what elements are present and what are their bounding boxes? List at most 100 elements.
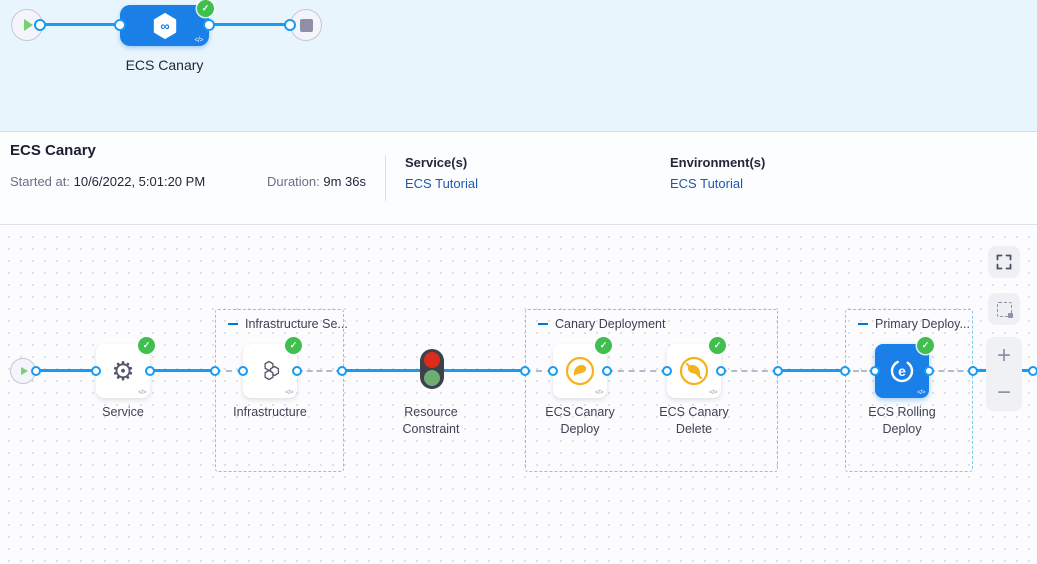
duration-value: 9m 36s — [323, 174, 367, 189]
connector-dot — [292, 366, 302, 376]
marquee-select-icon — [996, 301, 1013, 318]
group-collapse-infrastructure[interactable]: Infrastructure Se... — [228, 317, 348, 331]
connector-dot — [91, 366, 101, 376]
code-icon: </> — [595, 389, 603, 396]
code-icon: </> — [138, 389, 146, 396]
dashed-connector — [929, 370, 973, 372]
success-badge: ✓ — [709, 337, 726, 354]
svg-text:∞: ∞ — [160, 18, 169, 33]
canary-deploy-icon — [565, 356, 595, 386]
harness-cd-hexagon-icon: ∞ — [153, 12, 176, 39]
connector-dot — [1028, 366, 1037, 376]
connector-dot — [210, 366, 220, 376]
step-infrastructure[interactable]: ✓ </> — [243, 337, 302, 398]
group-collapse-primary[interactable]: Primary Deploy... — [858, 317, 970, 331]
code-icon: </> — [194, 37, 203, 44]
connector-dot — [203, 19, 215, 31]
play-icon — [20, 367, 28, 375]
connector-dot — [114, 19, 126, 31]
zoom-in-button[interactable]: + — [996, 341, 1011, 369]
step-ecs-canary-delete[interactable]: ✓ </> — [667, 337, 726, 398]
connector-dot — [238, 366, 248, 376]
success-badge: ✓ — [197, 0, 214, 17]
minimap-connector-line — [40, 23, 120, 26]
collapse-icon — [858, 323, 868, 325]
dashed-connector — [297, 370, 342, 372]
dashed-connector — [607, 370, 667, 372]
execution-graph-canvas[interactable] — [0, 226, 1037, 564]
connector-line — [36, 369, 96, 372]
started-value: 10/6/2022, 5:01:20 PM — [73, 174, 206, 189]
collapse-icon — [228, 323, 238, 325]
step-label-ecs-canary-delete: ECS Canary Delete — [659, 405, 729, 436]
services-label: Service(s) — [405, 155, 468, 170]
connector-dot — [145, 366, 155, 376]
group-primary-deployment: Primary Deploy... — [845, 309, 973, 472]
duration: Duration: 9m 36s — [267, 174, 366, 189]
selection-tool-button[interactable] — [988, 293, 1020, 325]
stage-node-ecs-canary[interactable]: ∞ </> — [120, 5, 209, 46]
connector-line — [778, 369, 845, 372]
connector-dot — [840, 366, 850, 376]
svg-text:e: e — [898, 363, 906, 379]
connector-dot — [284, 19, 296, 31]
dashed-connector — [525, 370, 553, 372]
services-link[interactable]: ECS Tutorial — [405, 176, 478, 191]
connector-dot — [716, 366, 726, 376]
stop-icon — [299, 18, 313, 32]
connector-line — [150, 369, 215, 372]
ecs-rolling-icon: e — [890, 359, 914, 383]
dashed-connector — [845, 370, 875, 372]
step-service[interactable]: ⚙ ✓ </> — [96, 337, 155, 398]
started-at: Started at: 10/6/2022, 5:01:20 PM — [10, 174, 205, 189]
minimap-connector-line — [209, 23, 290, 26]
step-label-infrastructure: Infrastructure — [233, 405, 307, 419]
traffic-light-green — [424, 370, 440, 386]
execution-title: ECS Canary — [10, 142, 96, 159]
dashed-connector — [215, 370, 243, 372]
connector-dot — [520, 366, 530, 376]
execution-summary: ECS Canary Started at: 10/6/2022, 5:01:2… — [0, 133, 1037, 225]
traffic-light-red — [424, 352, 440, 368]
success-badge: ✓ — [285, 337, 302, 354]
dashed-connector — [721, 370, 778, 372]
connector-dot — [337, 366, 347, 376]
canary-delete-icon — [679, 356, 709, 386]
connector-dot — [870, 366, 880, 376]
group-label: Infrastructure Se... — [245, 317, 348, 331]
step-label-ecs-canary-deploy: ECS Canary Deploy — [545, 405, 615, 436]
stage-label: ECS Canary — [125, 57, 204, 73]
step-resource-constraint[interactable] — [420, 349, 444, 389]
duration-label: Duration: — [267, 174, 320, 189]
group-collapse-canary[interactable]: Canary Deployment — [538, 317, 665, 331]
play-icon — [24, 19, 33, 31]
group-label: Canary Deployment — [555, 317, 666, 331]
stage-minimap-band: ∞ </> ✓ ECS Canary — [0, 0, 1037, 132]
step-label-service: Service — [102, 405, 144, 419]
step-label-ecs-rolling-deploy: ECS Rolling Deploy — [868, 405, 936, 436]
code-icon: </> — [709, 389, 717, 396]
environment-hexagons-icon — [264, 360, 280, 381]
code-icon: </> — [285, 389, 293, 396]
fullscreen-button[interactable] — [988, 246, 1020, 278]
connector-dot — [773, 366, 783, 376]
success-badge: ✓ — [138, 337, 155, 354]
connector-dot — [34, 19, 46, 31]
zoom-controls: + − — [986, 337, 1022, 411]
connector-dot — [662, 366, 672, 376]
connector-dot — [548, 366, 558, 376]
step-ecs-rolling-deploy[interactable]: e ✓ </> — [875, 337, 934, 398]
environments-field: Environment(s) ECS Tutorial — [670, 155, 765, 191]
zoom-out-button[interactable]: − — [996, 378, 1011, 406]
step-ecs-canary-deploy[interactable]: ✓ </> — [553, 337, 612, 398]
started-label: Started at: — [10, 174, 70, 189]
connector-dot — [602, 366, 612, 376]
services-field: Service(s) ECS Tutorial — [405, 155, 478, 191]
gear-icon: ⚙ — [111, 356, 135, 386]
group-infrastructure-section: Infrastructure Se... — [215, 309, 348, 472]
environments-link[interactable]: ECS Tutorial — [670, 176, 743, 191]
success-badge: ✓ — [595, 337, 612, 354]
environments-label: Environment(s) — [670, 155, 766, 170]
code-icon: </> — [917, 389, 925, 396]
